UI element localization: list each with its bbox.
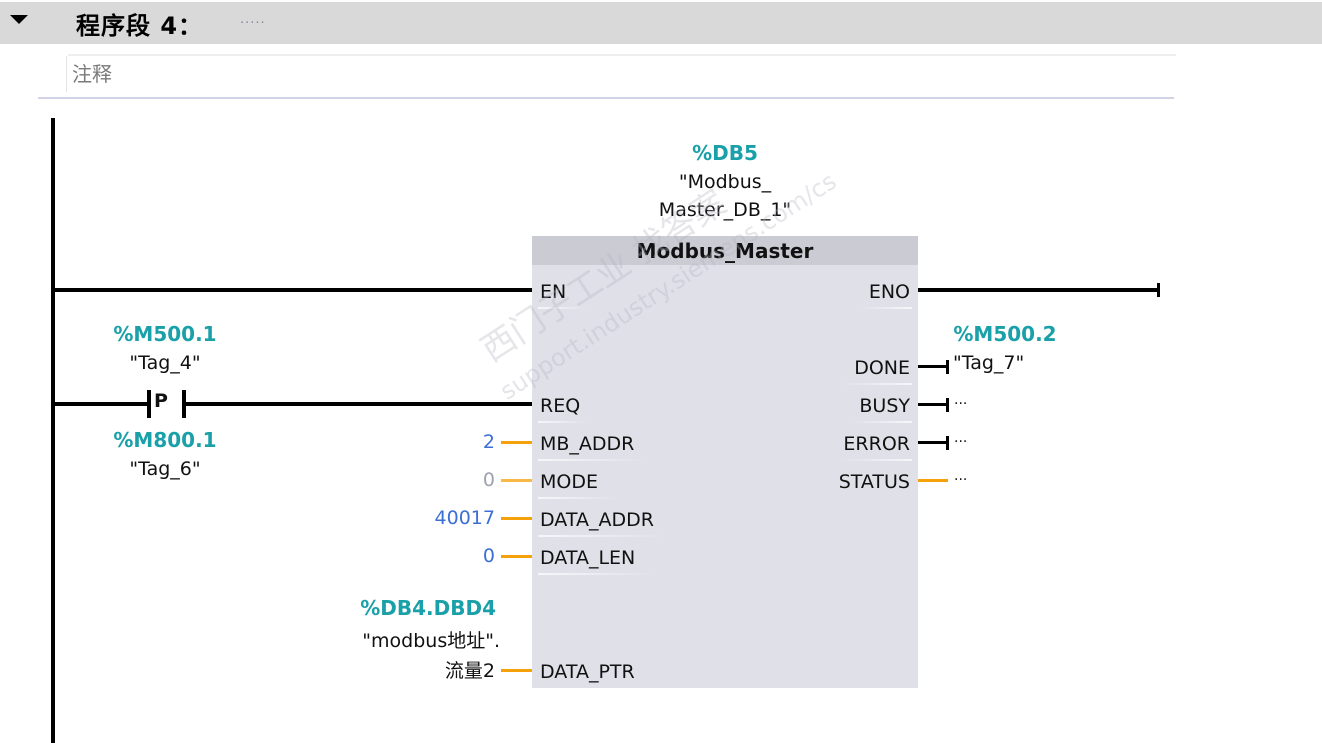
pin-data-len[interactable]: DATA_LEN bbox=[540, 547, 636, 569]
busy-value[interactable]: ... bbox=[954, 392, 968, 408]
pin-mb-addr[interactable]: MB_ADDR bbox=[540, 433, 635, 455]
data-len-value[interactable]: 0 bbox=[482, 545, 495, 567]
comment-border-bottom bbox=[38, 97, 1174, 99]
error-value[interactable]: ... bbox=[954, 430, 968, 446]
done-wire[interactable] bbox=[918, 365, 948, 368]
power-rail bbox=[51, 118, 55, 743]
pin-error[interactable]: ERROR bbox=[843, 433, 910, 455]
pin-eno-underline bbox=[860, 307, 912, 309]
comment-border-left bbox=[66, 56, 67, 92]
req-wire-right[interactable] bbox=[186, 402, 532, 406]
data-ptr-tag-line2[interactable]: 流量2 bbox=[444, 660, 495, 682]
pin-req[interactable]: REQ bbox=[540, 395, 581, 417]
status-wire[interactable] bbox=[918, 479, 948, 482]
data-ptr-wire[interactable] bbox=[501, 669, 532, 672]
pin-data-ptr[interactable]: DATA_PTR bbox=[540, 661, 635, 683]
block-header bbox=[532, 236, 918, 265]
instance-db-name-line1[interactable]: "Modbus_ bbox=[678, 171, 772, 193]
network-header[interactable] bbox=[0, 2, 1322, 44]
pin-error-underline bbox=[840, 459, 912, 461]
pin-en[interactable]: EN bbox=[540, 281, 567, 303]
pin-status[interactable]: STATUS bbox=[838, 471, 910, 493]
modbus-master-block[interactable] bbox=[532, 236, 918, 688]
data-ptr-address[interactable]: %DB4.DBD4 bbox=[360, 596, 496, 620]
edge-memory-tag[interactable]: "Tag_6" bbox=[129, 458, 201, 480]
network-comment-field[interactable]: 注释 bbox=[72, 62, 112, 86]
network-title[interactable]: 程序段 4： bbox=[76, 12, 204, 40]
collapse-triangle-icon[interactable] bbox=[10, 15, 28, 24]
pin-req-underline bbox=[538, 421, 588, 423]
eno-wire[interactable] bbox=[918, 288, 1158, 292]
comment-border-top bbox=[68, 54, 1176, 56]
busy-wire-end bbox=[946, 398, 949, 412]
data-ptr-tag-line1[interactable]: "modbus地址". bbox=[362, 630, 500, 652]
eno-wire-end bbox=[1157, 283, 1160, 297]
data-len-wire[interactable] bbox=[501, 555, 532, 558]
contact-left-bar bbox=[147, 390, 151, 418]
edge-memory-address[interactable]: %M800.1 bbox=[113, 428, 217, 452]
network-title-comment[interactable]: ..... bbox=[240, 12, 266, 27]
busy-wire[interactable] bbox=[918, 403, 948, 406]
done-address[interactable]: %M500.2 bbox=[953, 322, 1057, 346]
data-addr-value[interactable]: 40017 bbox=[434, 507, 495, 529]
block-name[interactable]: Modbus_Master bbox=[636, 239, 814, 263]
p-contact-label[interactable]: P bbox=[154, 390, 168, 412]
mb-addr-wire[interactable] bbox=[501, 441, 532, 444]
en-wire[interactable] bbox=[55, 288, 532, 292]
mode-wire[interactable] bbox=[501, 479, 532, 482]
pin-done-underline bbox=[840, 383, 912, 385]
done-wire-end bbox=[946, 360, 949, 374]
pin-data-len-underline bbox=[538, 573, 658, 575]
pin-en-underline bbox=[538, 307, 588, 309]
pin-data-addr-underline bbox=[538, 535, 668, 537]
error-wire[interactable] bbox=[918, 441, 948, 444]
mode-value[interactable]: 0 bbox=[482, 469, 495, 491]
contact-tag[interactable]: "Tag_4" bbox=[129, 352, 201, 374]
contact-address[interactable]: %M500.1 bbox=[113, 322, 217, 346]
instance-db-address[interactable]: %DB5 bbox=[692, 141, 758, 165]
instance-db-name-line2[interactable]: Master_DB_1" bbox=[658, 199, 792, 221]
pin-data-addr[interactable]: DATA_ADDR bbox=[540, 509, 654, 531]
pin-mode[interactable]: MODE bbox=[540, 471, 598, 493]
pin-mb-addr-underline bbox=[538, 459, 648, 461]
pin-mode-underline bbox=[538, 497, 618, 499]
done-tag[interactable]: "Tag_7" bbox=[953, 352, 1025, 374]
pin-busy[interactable]: BUSY bbox=[859, 395, 910, 417]
mb-addr-value[interactable]: 2 bbox=[482, 431, 495, 453]
data-addr-wire[interactable] bbox=[501, 517, 532, 520]
status-value[interactable]: ... bbox=[954, 468, 968, 484]
pin-done[interactable]: DONE bbox=[854, 357, 910, 379]
pin-eno[interactable]: ENO bbox=[868, 281, 910, 303]
req-wire-left[interactable] bbox=[55, 402, 147, 406]
error-wire-end bbox=[946, 436, 949, 450]
pin-busy-underline bbox=[850, 421, 912, 423]
contact-right-bar bbox=[182, 390, 186, 418]
